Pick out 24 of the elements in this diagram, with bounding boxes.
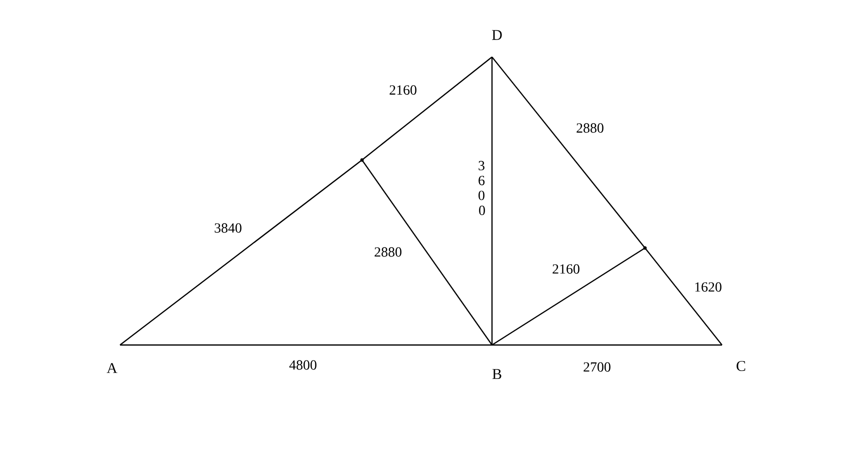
line-segment (492, 56, 646, 248)
vertex-label: C (736, 360, 746, 371)
edge-label: 2880 (575, 122, 605, 134)
edge-label: 2700 (582, 361, 612, 373)
edge-label: 2160 (388, 84, 418, 96)
line-segment (120, 344, 492, 346)
edge-label: 3600 (477, 160, 487, 216)
edge-label: 1620 (693, 281, 723, 293)
vertex-label: A (106, 363, 118, 373)
line-segment (491, 57, 493, 345)
foot-point (643, 246, 647, 250)
foot-point (360, 158, 364, 162)
edge-label: 3840 (213, 222, 243, 234)
edge-label: 4800 (288, 359, 318, 371)
line-segment (644, 248, 722, 346)
line-segment (492, 344, 722, 346)
line-segment (120, 160, 362, 346)
edge-label: 2160 (551, 263, 581, 275)
line-segment (362, 160, 492, 346)
vertex-label: B (492, 369, 502, 379)
vertex-label: D (492, 30, 502, 40)
line-segment (362, 56, 492, 160)
edge-label: 2880 (373, 246, 403, 258)
line-segment (492, 247, 646, 346)
